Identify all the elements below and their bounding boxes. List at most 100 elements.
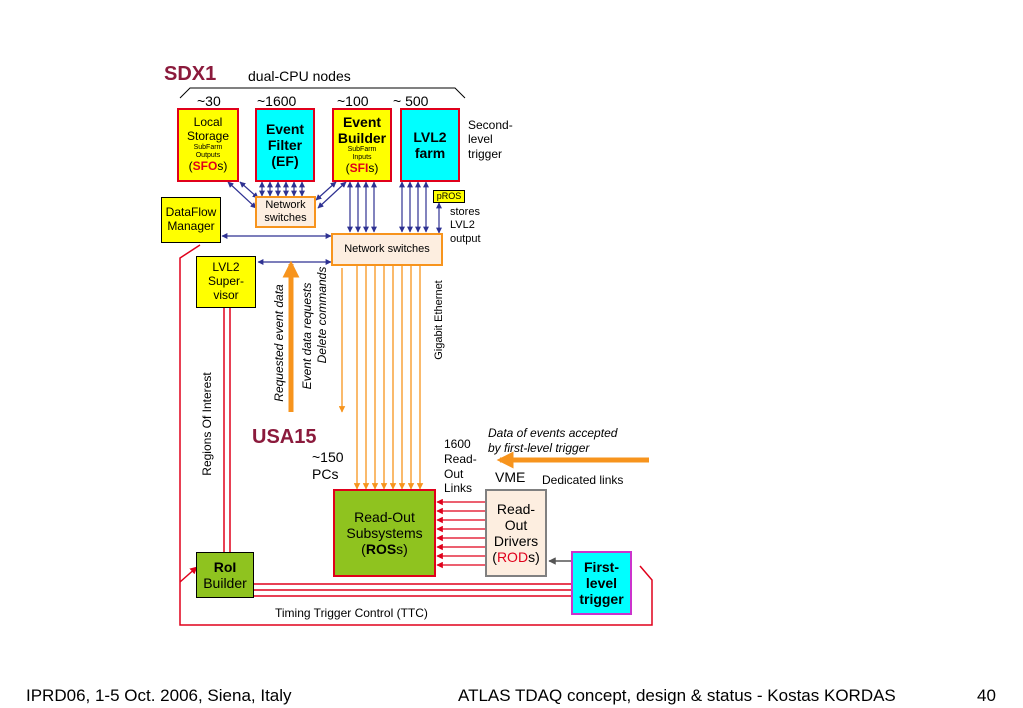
- ttc-label: Timing Trigger Control (TTC): [275, 606, 428, 620]
- pros-label: pROS: [436, 191, 462, 202]
- local-storage-small1: SubFarm: [193, 143, 223, 151]
- supervisor-line1: LVL2: [212, 260, 240, 275]
- ros-line1: Read-Out: [354, 508, 415, 525]
- flt-line2: level: [585, 574, 618, 591]
- roi-line1: RoI: [213, 558, 237, 575]
- flt-line3: trigger: [579, 591, 624, 608]
- rol-line1: 1600: [444, 437, 471, 451]
- farm-switch-links: [221, 181, 442, 265]
- requested-event-data-label: Requested event data: [272, 284, 286, 402]
- local-storage-line2: Storage: [186, 129, 230, 144]
- pcs-label: ~150 PCs: [312, 449, 344, 483]
- farm-network-switches: Network switches: [255, 196, 316, 228]
- dual-cpu-label: dual-CPU nodes: [248, 68, 351, 84]
- ros-acronym: ROS: [365, 541, 397, 558]
- local-storage-tail: s): [217, 158, 228, 173]
- event-builder-box: Event Builder SubFarm Inputs (SFIs): [332, 108, 392, 182]
- event-builder-line2: Builder: [337, 130, 387, 147]
- event-builder-line1: Event: [342, 113, 382, 130]
- farm-switch-line2: switches: [264, 212, 307, 224]
- pros-note3: output: [450, 232, 481, 245]
- event-builder-open: (: [345, 161, 350, 176]
- flt-line1: First-: [584, 558, 619, 575]
- usa15-title: USA15: [252, 426, 317, 448]
- accepted-data-note: Data of events accepted by first-level t…: [488, 426, 617, 456]
- rol-line4: Links: [444, 481, 473, 496]
- page-number: 40: [977, 686, 996, 705]
- event-filter-line2: Filter: [267, 136, 303, 153]
- pros-note2: LVL2: [450, 219, 475, 232]
- roi-builder-box: RoI Builder: [196, 552, 254, 598]
- rod-open: (: [492, 549, 497, 566]
- rod-line2: Out: [504, 516, 528, 533]
- count-local: ~30: [197, 93, 221, 109]
- local-storage-open: (: [188, 158, 193, 173]
- pros-box: pROS: [433, 190, 465, 203]
- ros-box: Read-Out Subsystems (ROSs): [333, 489, 436, 577]
- rod-line1: Read-: [496, 500, 536, 517]
- roi-line2: Builder: [203, 575, 247, 591]
- main-switch-label: Network switches: [344, 243, 430, 256]
- local-storage-small2: Outputs: [195, 151, 221, 159]
- second-level-line3: trigger: [468, 146, 503, 161]
- pcs-line1: ~150: [312, 449, 344, 465]
- event-builder-small2: Inputs: [352, 154, 372, 162]
- dedicated-links-label: Dedicated links: [542, 473, 624, 487]
- gigabit-links: [338, 266, 424, 490]
- read-out-links-label: 1600 Read- Out Links: [444, 437, 477, 496]
- count-eb: ~100: [337, 93, 369, 109]
- footer-left: IPRD06, 1-5 Oct. 2006, Siena, Italy: [26, 686, 292, 705]
- ros-open: (: [361, 541, 366, 558]
- lvl2-farm-line2: farm: [414, 145, 446, 161]
- dataflow-manager-box: DataFlow Manager: [161, 197, 221, 243]
- regions-of-interest-label: Regions Of Interest: [200, 372, 214, 476]
- event-filter-line3: (EF): [271, 153, 299, 170]
- rol-line3: Out: [444, 466, 464, 481]
- accepted-line2: by first-level trigger: [488, 441, 590, 455]
- count-ef: ~1600: [257, 93, 297, 109]
- event-filter-box: Event Filter (EF): [255, 108, 315, 182]
- second-level-note: Second- level trigger: [468, 118, 513, 161]
- control-lines: [179, 244, 653, 626]
- dataflow-line2: Manager: [167, 219, 215, 233]
- count-lvl2: ~ 500: [393, 93, 429, 109]
- rod-tail: s): [528, 549, 540, 566]
- rod-acronym: ROD: [496, 549, 529, 566]
- supervisor-line2: Super-: [207, 274, 245, 289]
- vme-label: VME: [495, 469, 526, 485]
- sfo-acronym: SFO: [192, 158, 218, 173]
- pros-note: stores LVL2 output: [450, 206, 481, 246]
- second-level-line1: Second-: [468, 118, 513, 132]
- event-data-requests-label: Event data requests: [300, 282, 314, 390]
- lvl2-farm-box: LVL2 farm: [400, 108, 460, 182]
- dual-cpu-brace: [179, 87, 466, 99]
- ros-line2: Subsystems: [346, 524, 423, 541]
- event-filter-line1: Event: [265, 120, 305, 137]
- delete-commands-label: Delete commands: [315, 266, 329, 364]
- ros-tail: s): [396, 541, 408, 558]
- lvl2-farm-line1: LVL2: [413, 128, 447, 145]
- pcs-line2: PCs: [312, 465, 339, 482]
- second-level-line2: level: [468, 132, 493, 147]
- accepted-line1: Data of events accepted: [488, 426, 618, 440]
- local-storage-line1: Local: [193, 115, 223, 130]
- dataflow-line1: DataFlow: [165, 205, 217, 220]
- event-builder-tail: s): [368, 161, 379, 176]
- read-out-links: [436, 498, 485, 569]
- pros-note1: stores: [450, 206, 480, 218]
- sfi-acronym: SFI: [349, 161, 369, 176]
- event-builder-small1: SubFarm: [347, 146, 377, 154]
- rod-box: Read- Out Drivers (RODs): [485, 489, 547, 577]
- lvl2-supervisor-box: LVL2 Super- visor: [196, 256, 256, 308]
- rod-line3: Drivers: [493, 533, 539, 549]
- supervisor-line3: visor: [213, 287, 239, 302]
- first-level-trigger-box: First- level trigger: [571, 551, 632, 615]
- farm-switch-line1: Network: [265, 199, 306, 212]
- main-network-switches: Network switches: [331, 233, 443, 266]
- gigabit-ethernet-label: Gigabit Ethernet: [433, 280, 445, 360]
- rol-line2: Read-: [444, 451, 477, 466]
- footer-center: ATLAS TDAQ concept, design & status - Ko…: [458, 686, 896, 705]
- local-storage-box: Local Storage SubFarm Outputs (SFOs): [177, 108, 239, 182]
